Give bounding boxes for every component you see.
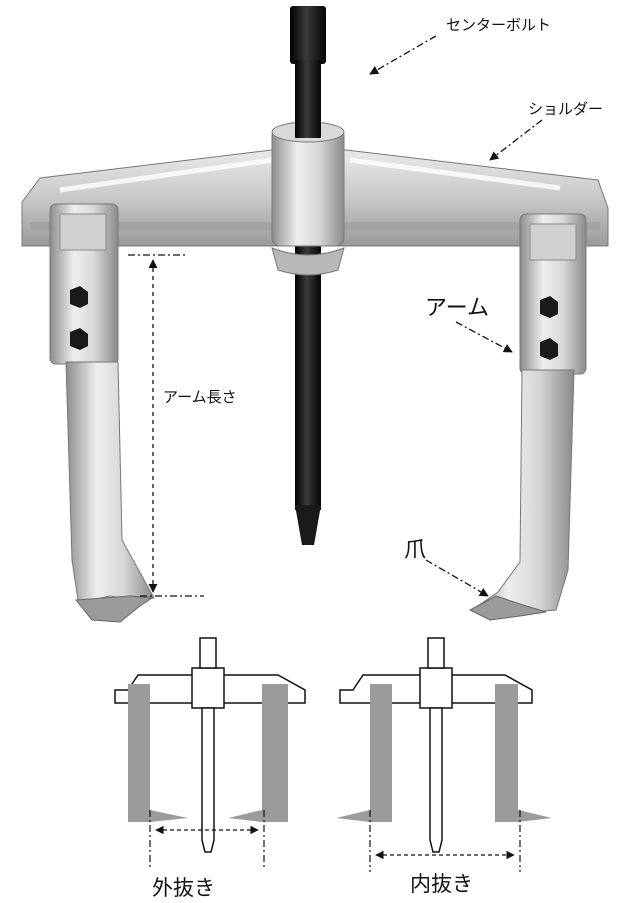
puller-photo [21,6,609,623]
annotations [128,35,543,597]
bolt-tip [295,505,321,545]
inner-pull-label: 内抜き [410,872,473,896]
central-hub [271,127,345,247]
outer-pull-diagram [114,637,306,870]
arm-label: アーム [425,296,490,321]
shoulder-label: ショルダー [528,100,604,118]
left-arm [49,203,155,623]
center-bolt-label: センターボルト [446,16,552,34]
outer-pull-label: 外抜き [152,876,215,900]
arm-length-label: アーム長さ [163,388,237,406]
claw-label: 爪 [404,538,427,563]
inner-pull-diagram [336,637,552,872]
right-arm [468,213,587,621]
bolt-head [290,6,326,64]
